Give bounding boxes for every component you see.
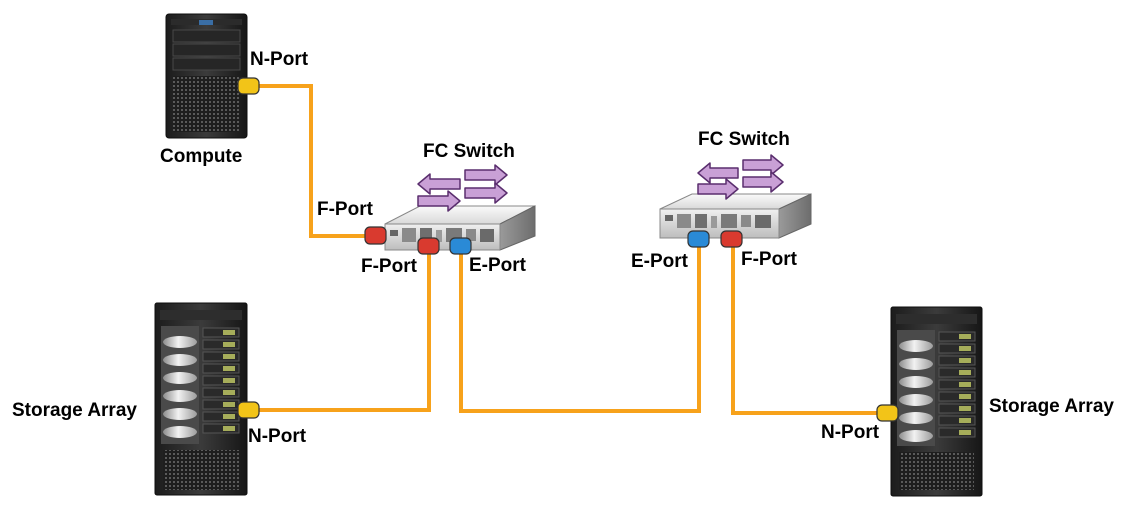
cable-storage-left-to-switch1 (257, 252, 431, 412)
cable-isl-switch1-to-switch2 (459, 245, 701, 413)
switch2-f-port-label: F-Port (741, 249, 797, 270)
compute-server-icon (165, 13, 248, 139)
switch2-title-label: FC Switch (698, 129, 790, 150)
switch1-f-port-left-label: F-Port (317, 199, 373, 220)
switch1-f-port-bottom-connector (417, 237, 440, 255)
traffic-arrows-icon (417, 164, 508, 212)
storage-left-n-port-connector (237, 401, 260, 419)
storage-array-left-icon (154, 302, 248, 496)
storage-right-n-port-label: N-Port (821, 422, 880, 443)
storage-array-right-icon (890, 306, 983, 497)
switch1-e-port-label: E-Port (469, 255, 526, 276)
cables (257, 84, 879, 415)
switch1-e-port-connector (449, 237, 472, 255)
switch1-f-port-bottom-label: F-Port (361, 256, 417, 277)
storage-left-n-port-label: N-Port (248, 426, 307, 447)
compute-n-port-connector (237, 77, 260, 95)
compute-n-port-label: N-Port (250, 49, 309, 70)
compute-label: Compute (160, 146, 243, 167)
fc-switch-2-icon (659, 193, 812, 239)
storage-right-label: Storage Array (989, 396, 1114, 417)
switch2-e-port-connector (687, 230, 710, 248)
switch1-f-port-left-connector (364, 226, 387, 245)
storage-right-n-port-connector (876, 404, 899, 422)
switch2-f-port-connector (720, 230, 743, 248)
storage-left-label: Storage Array (12, 400, 137, 421)
switch1-title-label: FC Switch (423, 141, 515, 162)
cable-compute-to-switch1 (257, 84, 368, 238)
traffic-arrows-icon (697, 154, 784, 200)
switch2-e-port-label: E-Port (631, 251, 688, 272)
cable-switch2-to-storage-right (731, 245, 879, 415)
